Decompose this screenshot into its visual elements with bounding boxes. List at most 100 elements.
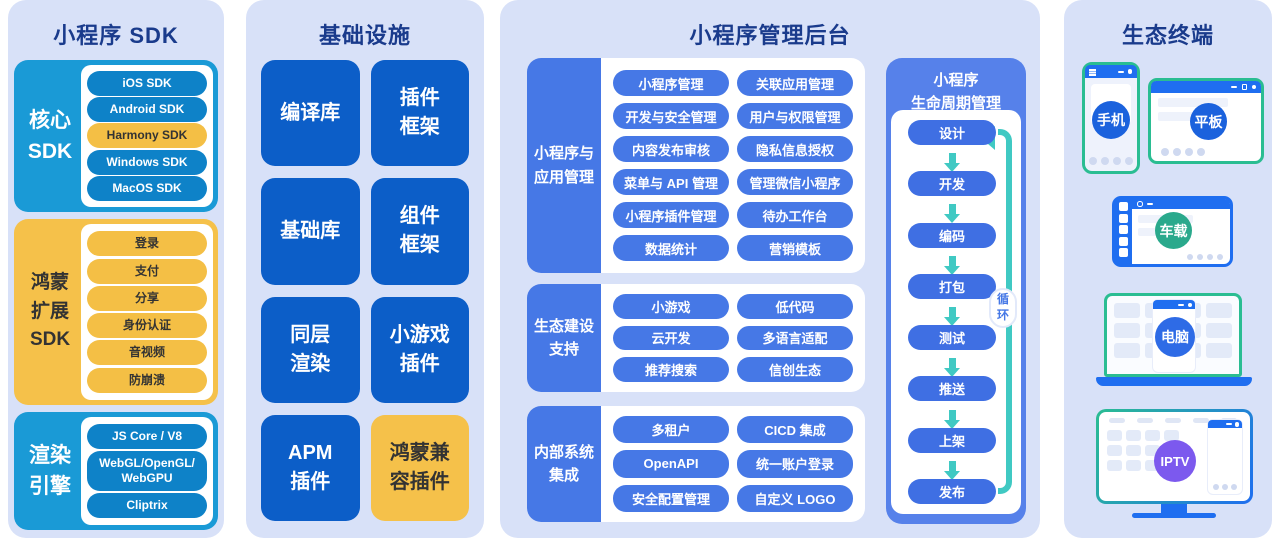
sdk-pill-cliptrix: Cliptrix <box>87 493 207 518</box>
app-tile <box>1145 445 1160 456</box>
close-icon <box>1187 302 1192 307</box>
group-body-ecosystem: 小游戏 低代码 云开发 多语言适配 推荐搜索 信创生态 <box>601 284 865 392</box>
admin-pill: 待办工作台 <box>737 202 853 228</box>
group-label-internal-system: 内部系统 集成 <box>527 406 601 522</box>
group-ecosystem-support: 生态建设 支持 小游戏 低代码 云开发 多语言适配 推荐搜索 信创生态 <box>527 284 865 392</box>
app-tile <box>1114 323 1140 338</box>
admin-pill: 安全配置管理 <box>613 484 729 512</box>
lifecycle-title: 小程序 生命周期管理 <box>910 72 1001 112</box>
admin-pill: 信创生态 <box>737 357 853 382</box>
admin-pill: 隐私信息授权 <box>737 136 853 162</box>
tv-stand-base <box>1132 513 1216 518</box>
infra-tile-component-framework: 组件框架 <box>370 178 469 285</box>
close-icon <box>1234 422 1239 427</box>
section-label-core: 核心 SDK <box>27 108 73 164</box>
device-label-badge: IPTV <box>1154 440 1196 482</box>
lifecycle-flow: 循环 设计 开发 编码 打包 测试 推送 上架 发布 <box>891 110 1021 514</box>
sdk-pill-av: 音视频 <box>87 340 207 366</box>
lifecycle-step-shelf: 上架 <box>908 427 996 453</box>
section-label-harmony-ext: 鸿蒙 扩展 SDK <box>29 272 71 351</box>
home-indicator-dots <box>1085 157 1137 165</box>
admin-pill: 小游戏 <box>613 294 729 319</box>
app-tile <box>1119 248 1128 257</box>
app-tile <box>1107 445 1122 456</box>
sdk-pill-anticrash: 防崩溃 <box>87 367 207 393</box>
device-iptv: IPTV <box>1096 409 1253 504</box>
car-titlebar <box>1132 199 1230 209</box>
admin-pill: 用户与权限管理 <box>737 103 853 129</box>
down-arrow-icon <box>943 409 960 429</box>
down-arrow-icon <box>943 204 960 224</box>
group-label-app-management: 小程序与 应用管理 <box>527 58 601 273</box>
close-icon <box>1251 84 1256 89</box>
device-label-badge: 平板 <box>1190 103 1227 140</box>
admin-pill: 云开发 <box>613 325 729 351</box>
panel-title-sdk: 小程序 SDK <box>53 23 179 48</box>
app-tile <box>1114 343 1140 358</box>
laptop-base <box>1096 377 1252 386</box>
device-car-display: 车载 <box>1112 196 1233 267</box>
section-label-render: 渲染 引擎 <box>29 443 71 499</box>
sdk-pill-jscore: JS Core / V8 <box>87 424 207 449</box>
panel-title-terminals: 生态终端 <box>1121 23 1214 48</box>
infra-tile-base-lib: 基础库 <box>261 178 360 285</box>
down-arrow-icon <box>943 306 960 326</box>
minimize-icon <box>1226 423 1232 425</box>
admin-pill: OpenAPI <box>613 450 729 478</box>
down-arrow-icon <box>943 460 960 480</box>
admin-pill: 内容发布审核 <box>613 136 729 162</box>
down-arrow-icon <box>943 153 960 173</box>
infra-tile-minigame-plugin: 小游戏插件 <box>370 296 469 403</box>
sdk-pill-windows: Windows SDK <box>87 149 207 175</box>
app-tile <box>1206 303 1232 318</box>
infra-tile-plugin-framework: 插件框架 <box>370 60 469 167</box>
bottom-dots <box>1187 254 1223 260</box>
panel-admin-backend: 小程序管理后台 小程序与 应用管理 小程序管理 关联应用管理 开发与安全管理 用… <box>500 0 1040 538</box>
section-render-engine: 渲染 引擎 JS Core / V8 WebGL/OpenGL/ WebGPU … <box>14 412 218 530</box>
device-phone: 手机 <box>1082 62 1140 174</box>
sdk-pill-webgl: WebGL/OpenGL/ WebGPU <box>87 451 207 491</box>
down-arrow-icon <box>943 255 960 275</box>
app-tile <box>1126 460 1141 471</box>
group-body-app-management: 小程序管理 关联应用管理 开发与安全管理 用户与权限管理 内容发布审核 隐私信息… <box>601 58 865 273</box>
admin-pill: 开发与安全管理 <box>613 103 729 129</box>
admin-pill: 统一账户登录 <box>737 450 853 478</box>
sdk-pill-pay: 支付 <box>87 258 207 284</box>
loop-badge: 循环 <box>989 288 1017 328</box>
group-internal-system-integration: 内部系统 集成 多租户 CICD 集成 OpenAPI 统一账户登录 安全配置管… <box>527 406 865 522</box>
app-tile <box>1119 202 1128 211</box>
bottom-dots <box>1213 484 1237 490</box>
tv-stand-neck <box>1161 504 1187 513</box>
sdk-pill-harmony: Harmony SDK <box>87 123 207 149</box>
down-arrow-icon <box>943 358 960 378</box>
group-app-management: 小程序与 应用管理 小程序管理 关联应用管理 开发与安全管理 用户与权限管理 内… <box>527 58 865 273</box>
device-label-badge: 车载 <box>1155 212 1192 249</box>
infra-tile-same-layer-render: 同层渲染 <box>261 296 360 403</box>
iptv-screen: IPTV <box>1099 412 1250 501</box>
section-body-core: iOS SDK Android SDK Harmony SDK Windows … <box>81 65 213 207</box>
app-tile <box>1145 460 1160 471</box>
car-app-dock <box>1115 199 1132 264</box>
sdk-pill-share: 分享 <box>87 285 207 311</box>
app-tile <box>1119 236 1128 246</box>
admin-pill: 管理微信小程序 <box>737 169 853 195</box>
panel-title-infra: 基础设施 <box>318 23 411 48</box>
app-tile <box>1119 213 1128 223</box>
nav-tab <box>1109 418 1125 423</box>
app-tile <box>1145 430 1160 441</box>
admin-pill: CICD 集成 <box>737 416 853 444</box>
group-label-ecosystem: 生态建设 支持 <box>527 284 601 392</box>
minimize-icon <box>1178 303 1184 306</box>
lifecycle-step-release: 发布 <box>908 478 996 504</box>
minimize-icon <box>1231 86 1237 88</box>
admin-pill: 自定义 LOGO <box>737 484 853 512</box>
app-tile <box>1107 430 1122 441</box>
app-tile <box>1164 430 1179 441</box>
app-tile <box>1206 343 1232 358</box>
record-icon <box>1137 201 1143 207</box>
nav-tab <box>1193 418 1209 423</box>
miniprogram-window <box>1208 420 1242 494</box>
section-harmony-ext-sdk: 鸿蒙 扩展 SDK 登录 支付 分享 身份认证 音视频 防崩溃 <box>14 219 218 405</box>
